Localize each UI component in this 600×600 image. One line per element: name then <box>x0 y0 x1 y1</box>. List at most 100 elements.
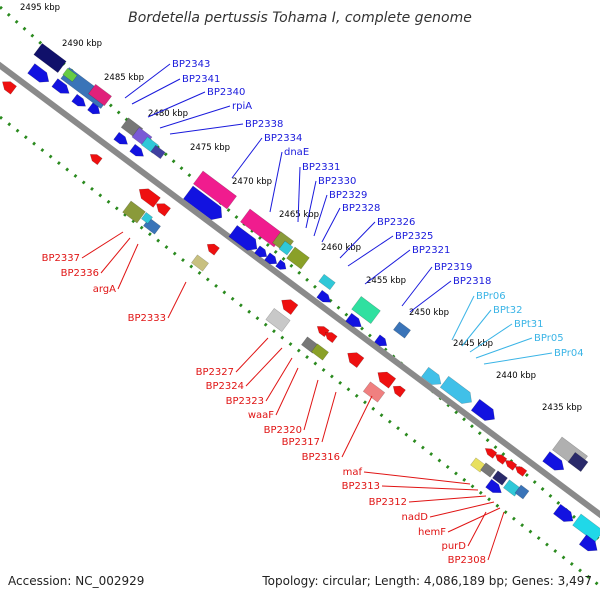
forward-label-rpiA: rpiA <box>159 101 252 129</box>
reverse-label-purD: purD <box>442 511 487 552</box>
forward-feature-32 <box>439 375 472 404</box>
forward-feature-30 <box>393 321 411 339</box>
feature-label: BP2325 <box>395 231 433 242</box>
forward-feature-5 <box>27 63 50 83</box>
reverse-label-nadD: nadD <box>401 501 495 523</box>
reverse-feature-16 <box>347 352 365 368</box>
forward-feature-13 <box>113 131 128 145</box>
reverse-feature-19 <box>362 381 386 403</box>
leader-line <box>429 501 495 518</box>
scale-tick-label: 2450 kbp <box>409 308 449 318</box>
feature-label: BP2338 <box>245 119 283 130</box>
forward-label-BP2340: BP2340 <box>147 87 245 118</box>
reverse-feature-10 <box>281 299 299 315</box>
reverse-feature-29 <box>514 484 530 500</box>
feature-label: BPr04 <box>554 348 584 359</box>
forward-feature-1 <box>33 43 67 73</box>
feature-label: BPt32 <box>493 305 523 316</box>
leader-line <box>297 166 301 223</box>
forward-feature-22 <box>254 245 268 258</box>
feature-label: BP2334 <box>264 133 302 144</box>
scale-tick-label: 2485 kbp <box>104 73 144 83</box>
genome-backbone <box>0 61 600 519</box>
leader-line <box>265 357 293 402</box>
scale-tick-label: 2465 kbp <box>279 210 319 220</box>
leader-line <box>321 207 341 243</box>
leader-line <box>461 309 492 347</box>
reverse-feature-22 <box>504 460 518 471</box>
reverse-feature-5 <box>122 200 146 224</box>
scale-dotted-lines <box>0 5 600 588</box>
feature-label: hemF <box>418 527 446 538</box>
feature-label: rpiA <box>232 101 252 112</box>
forward-label-BP2338: BP2338 <box>169 119 283 135</box>
forward-label-BP2343: BP2343 <box>124 59 210 99</box>
leader-line <box>451 295 475 341</box>
forward-label-BP2341: BP2341 <box>131 74 220 105</box>
feature-label: BP2317 <box>282 437 320 448</box>
leader-line <box>81 231 124 259</box>
leader-line <box>117 243 139 290</box>
feature-label: BP2319 <box>434 262 472 273</box>
forward-label-BP2319: BP2319 <box>401 262 472 307</box>
forward-feature-19 <box>286 246 310 270</box>
feature-track <box>2 43 600 552</box>
feature-label: BP2312 <box>369 497 407 508</box>
feature-label: BP2321 <box>412 245 450 256</box>
reverse-feature-2 <box>89 154 103 166</box>
forward-feature-33 <box>470 398 495 421</box>
leader-line <box>467 511 487 547</box>
reverse-feature-17 <box>377 371 397 389</box>
forward-feature-23 <box>264 252 278 265</box>
forward-feature-20 <box>278 240 294 256</box>
feature-label: BP2343 <box>172 59 210 70</box>
feature-label: BP2316 <box>302 452 340 463</box>
scale-tick-label: 2495 kbp <box>20 3 60 13</box>
feature-label: BP2323 <box>226 396 264 407</box>
reverse-feature-26 <box>492 470 508 486</box>
leader-line <box>269 151 283 213</box>
reverse-feature-15 <box>311 343 329 361</box>
reverse-label-BP2312: BP2312 <box>369 495 487 508</box>
forward-label-BP2331: BP2331 <box>297 162 340 223</box>
leader-line <box>305 180 317 229</box>
reverse-label-BP2323: BP2323 <box>226 357 293 407</box>
forward-feature-4 <box>62 67 78 83</box>
scale-tick-label: 2435 kbp <box>542 403 582 413</box>
feature-label: BP2331 <box>302 162 340 173</box>
reverse-feature-7 <box>141 212 153 224</box>
reverse-feature-13 <box>324 332 338 344</box>
reverse-feature-23 <box>514 466 528 477</box>
leader-line <box>408 495 487 503</box>
feature-label: BP2329 <box>329 190 367 201</box>
leader-line <box>275 367 299 416</box>
forward-label-dnaE: dnaE <box>269 147 309 213</box>
forward-label-BP2321: BP2321 <box>364 245 450 285</box>
reverse-label-waaF: waaF <box>248 367 299 421</box>
leader-line <box>100 237 131 274</box>
reverse-label-BP2324: BP2324 <box>206 347 283 392</box>
rna-label-BPr05: BPr05 <box>475 333 564 359</box>
leader-line <box>339 221 376 259</box>
forward-feature-27 <box>351 296 381 324</box>
reverse-feature-25 <box>480 462 496 478</box>
reverse-label-BP2336: BP2336 <box>61 237 131 279</box>
scale-tick-label: 2445 kbp <box>453 339 493 349</box>
reverse-label-hemF: hemF <box>418 507 501 538</box>
feature-label: BP2327 <box>196 367 234 378</box>
leader-line <box>487 511 505 561</box>
leader-line <box>381 485 479 491</box>
leader-line <box>303 379 319 431</box>
leader-line <box>124 63 171 99</box>
forward-feature-17 <box>240 208 284 248</box>
feature-label: maf <box>343 467 363 478</box>
leader-line <box>483 352 553 365</box>
leader-line <box>321 391 337 443</box>
leader-line <box>341 395 373 458</box>
leader-line <box>131 78 181 105</box>
leader-line <box>235 337 269 373</box>
leader-line <box>401 266 433 307</box>
reverse-feature-9 <box>191 254 209 272</box>
reverse-label-BP2320: BP2320 <box>264 379 319 436</box>
feature-label: waaF <box>248 410 274 421</box>
